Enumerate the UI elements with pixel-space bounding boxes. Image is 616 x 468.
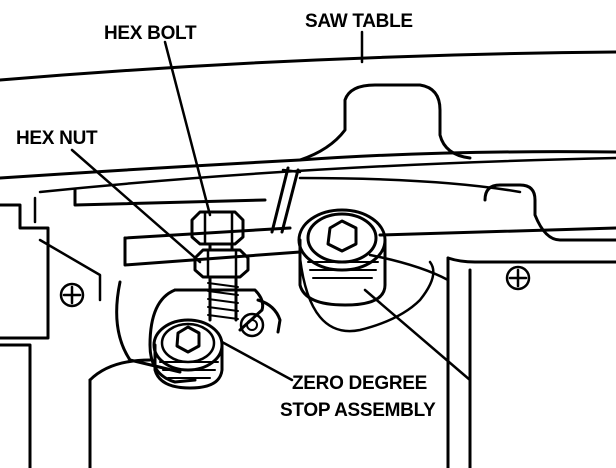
leader-hex-bolt — [163, 40, 212, 217]
right-bracket — [378, 183, 616, 468]
leader-hex-nut — [70, 148, 202, 264]
zero-degree-label-line1: ZERO DEGREE — [292, 373, 427, 394]
saw-table-label: SAW TABLE — [305, 11, 413, 32]
hex-nut-label: HEX NUT — [16, 128, 98, 149]
left-bracket — [0, 196, 102, 468]
socket-head-screw-small — [152, 318, 224, 390]
hex-bolt-label: HEX BOLT — [104, 23, 197, 44]
stop-arm — [148, 288, 282, 384]
saw-table — [0, 50, 616, 207]
hex-bolt-assembly — [190, 210, 250, 322]
socket-head-screw-large — [297, 208, 387, 307]
mounting-plate — [88, 166, 450, 468]
zero-degree-label-line2: STOP ASSEMBLY — [280, 400, 436, 421]
leader-lines — [70, 30, 472, 382]
leader-stop-large — [363, 288, 472, 382]
leader-stop-screw — [220, 340, 294, 382]
